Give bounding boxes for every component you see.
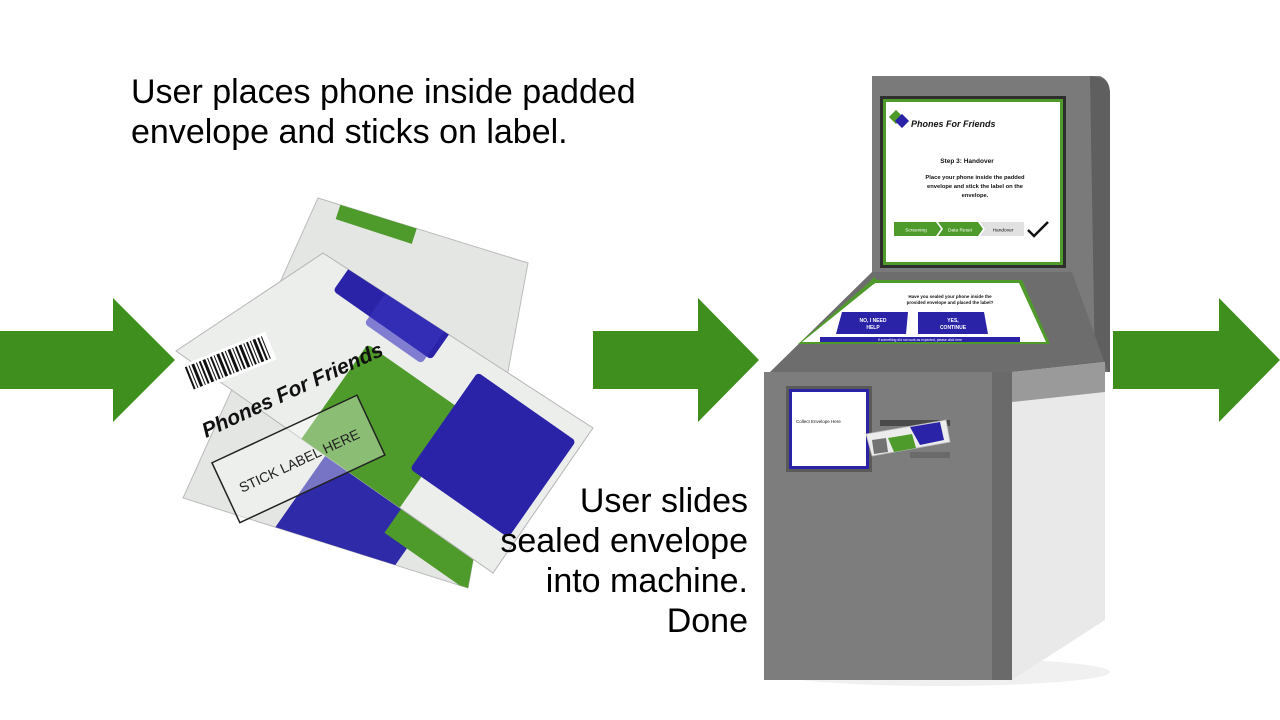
checkmark-icon	[1027, 221, 1049, 238]
screen-instruction-line-3: envelope.	[962, 193, 989, 199]
console-question-line-2: provided envelope and placed the label?	[907, 300, 994, 305]
yes-continue-button[interactable]: YES, CONTINUE	[918, 312, 988, 334]
console-question-line-1: Have you sealed your phone inside the	[908, 294, 992, 299]
no-need-help-button[interactable]: NO, I NEED HELP	[836, 312, 908, 334]
yes-button-line-2: CONTINUE	[940, 325, 967, 331]
padded-envelope-illustration: Phones For Friends STICK LABEL HERE	[175, 197, 594, 589]
slot-label: Collect Envelope Here	[796, 419, 841, 424]
step-one-caption: User places phone inside padded envelope…	[131, 73, 636, 151]
step-two-line-4: Done	[666, 602, 748, 640]
flow-arrow-left	[0, 298, 175, 422]
envelope-in-slot	[865, 419, 951, 457]
step-two-line-3: into machine.	[545, 562, 748, 600]
progress-step-3	[980, 222, 1024, 236]
step-two-line-2: sealed envelope	[500, 522, 748, 560]
no-button-line-2: HELP	[866, 325, 880, 331]
step-two-caption: User slides sealed envelope into machine…	[440, 481, 748, 641]
progress-label-1: Screening	[905, 228, 927, 234]
help-link-bar[interactable]	[820, 337, 1020, 342]
screen-instruction-line-2: envelope and stick the label on the	[927, 184, 1024, 190]
no-button-line-1: NO, I NEED	[860, 318, 887, 324]
screen-logo-icon	[888, 109, 910, 129]
slot-display: Collect Envelope Here	[786, 386, 872, 472]
screen-step-title: Step 3: Handover	[940, 158, 994, 165]
yes-button-line-1: YES,	[947, 318, 959, 324]
screen-brand: Phones For Friends	[911, 119, 996, 129]
console-screen: Have you sealed your phone inside the pr…	[798, 277, 1050, 344]
flow-arrow-right	[1113, 298, 1280, 422]
label-box	[210, 394, 386, 524]
progress-label-2: Data Reset	[948, 228, 973, 234]
barcode	[180, 331, 277, 394]
progress-label-3: Handover	[993, 228, 1014, 234]
envelope-slot	[880, 420, 950, 426]
kiosk-illustration: Phones For Friends Step 3: Handover Plac…	[764, 76, 1110, 686]
step-two-line-1: User slides	[579, 482, 748, 520]
progress-step-1	[894, 222, 941, 236]
progress-bar: Screening Data Reset Handover	[894, 221, 1049, 238]
screen-instruction-line-1: Place your phone inside the padded	[925, 175, 1025, 181]
help-link-text[interactable]: If something did not work as expected, p…	[878, 338, 962, 342]
console-logo-icon	[870, 277, 878, 285]
upper-screen: Phones For Friends Step 3: Handover Plac…	[880, 96, 1066, 268]
flow-arrow-middle	[593, 298, 759, 422]
progress-step-2	[938, 222, 983, 236]
